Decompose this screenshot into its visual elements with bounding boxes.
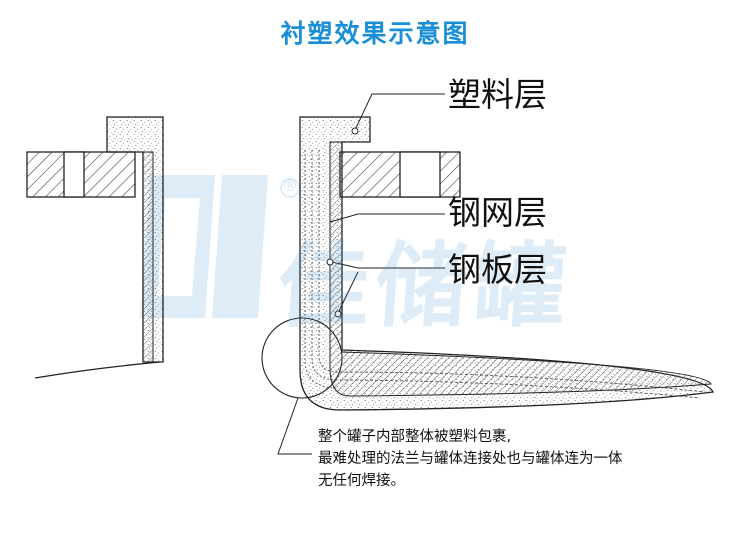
diagram-title: 衬塑效果示意图 bbox=[280, 19, 470, 48]
note-line-1: 整个罐子内部整体被塑料包裹, bbox=[318, 429, 512, 445]
steel-plate-layer-label: 钢板层 bbox=[448, 250, 547, 289]
watermark-registered-mark: ® bbox=[282, 176, 298, 195]
leader-lines bbox=[277, 93, 445, 455]
watermark-logo bbox=[140, 175, 300, 318]
left-section-unlined bbox=[26, 116, 164, 379]
plastic-layer-label: 塑料层 bbox=[448, 75, 547, 114]
note-line-2: 最难处理的法兰与罐体连接处也与罐体连为一体 bbox=[318, 451, 623, 467]
note-line-3: 无任何焊接。 bbox=[318, 473, 405, 489]
right-section-lined bbox=[261, 116, 714, 411]
annotation-note: 整个罐子内部整体被塑料包裹, 最难处理的法兰与罐体连接处也与罐体连为一体 无任何… bbox=[318, 426, 623, 492]
steel-mesh-layer-label: 钢网层 bbox=[448, 193, 547, 232]
